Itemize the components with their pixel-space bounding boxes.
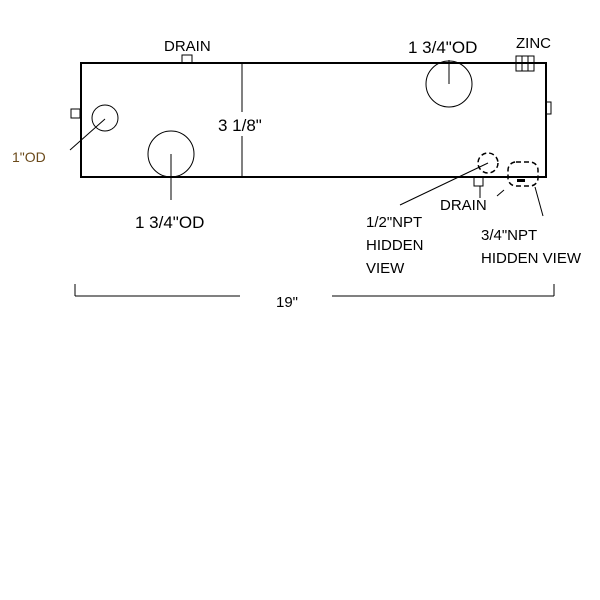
tank-body [80,62,547,178]
half-npt-line2: HIDDEN [366,237,424,254]
od-small-label: 1"OD [12,149,46,165]
leader-1in [69,118,106,151]
leader-three-quarter [534,186,544,217]
od-bottom-label: 1 3/4"OD [135,213,204,232]
length-label: 19" [276,294,298,311]
three-quarter-npt-line2: HIDDEN VIEW [481,250,582,267]
bottom-drain-fitting [473,176,484,187]
right-fitting [545,101,552,115]
three-quarter-npt-line1: 3/4"NPT [481,227,537,244]
leader-drain-2 [496,189,505,197]
zinc-fitting [515,55,535,72]
three-quarter-npt-hidden [507,161,539,187]
half-npt-line1: 1/2"NPT [366,214,422,231]
half-npt-line3: VIEW [366,260,405,277]
half-npt-hidden [477,152,499,174]
drain-top-label: DRAIN [164,38,211,55]
height-label: 3 1/8" [218,116,262,135]
three-quarter-npt-mark [517,179,525,182]
od-top-label: 1 3/4"OD [408,38,477,57]
leader-half-npt [399,162,489,206]
top-drain-fitting [181,54,193,64]
drain-bottom-label: DRAIN [440,197,487,214]
zinc-label: ZINC [516,35,551,52]
port-1in [91,104,119,132]
left-fitting [70,108,81,119]
length-dimension [74,284,555,297]
